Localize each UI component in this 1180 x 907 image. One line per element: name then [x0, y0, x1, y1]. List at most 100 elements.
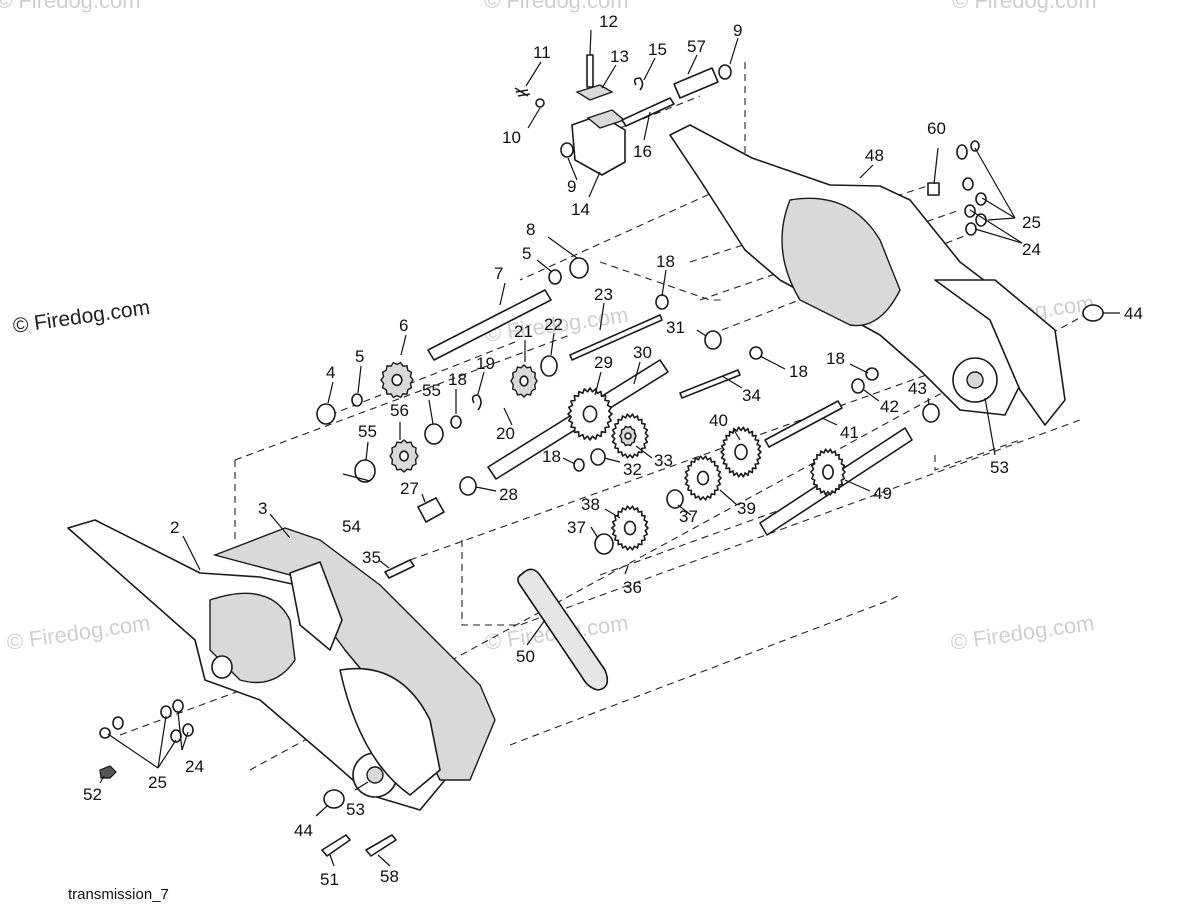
callout-11: 11: [533, 43, 551, 62]
callout-31: 31: [666, 318, 685, 337]
callout-37-left: 37: [567, 518, 586, 537]
sprocket-40: [720, 426, 762, 478]
housing-48-flange: [934, 279, 1066, 426]
callout-21: 21: [514, 322, 533, 341]
ball-10: [535, 98, 545, 108]
bolt-51: [321, 834, 351, 857]
callout-2: 2: [170, 518, 179, 537]
callout-41: 41: [840, 423, 859, 442]
sleeve-57: [673, 67, 719, 99]
callout-10: 10: [502, 128, 521, 147]
callout-30: 30: [633, 343, 652, 362]
callout-9-bottom: 9: [567, 177, 576, 196]
callout-14: 14: [571, 200, 590, 219]
callout-56: 56: [390, 401, 409, 420]
washer-9-right: [718, 64, 732, 80]
shaft-34: [679, 369, 741, 399]
hardware-24-25-left: [99, 699, 194, 743]
callout-37-right: 37: [679, 507, 698, 526]
shaft-7: [427, 289, 552, 361]
callout-24-left: 24: [185, 757, 204, 776]
watermark-faint-top-right: © Firedog.com: [952, 0, 1097, 13]
callout-39: 39: [737, 499, 756, 518]
callout-38: 38: [581, 495, 600, 514]
bearing-55-lower: [354, 459, 376, 483]
chain-50: [517, 568, 609, 691]
washer-5-lower: [351, 393, 363, 407]
callout-40: 40: [709, 411, 728, 430]
callout-50: 50: [516, 647, 535, 666]
plate-13: [575, 84, 614, 101]
callout-16: 16: [633, 142, 652, 161]
watermark-faint-lower-right: © Firedog.com: [949, 610, 1096, 655]
callout-25-left: 25: [148, 773, 167, 792]
callout-29: 29: [594, 353, 613, 372]
watermark-main: © Firedog.com: [11, 296, 151, 338]
bearing-55-upper: [424, 423, 444, 445]
bushing-31: [704, 330, 722, 350]
bearing-37-right: [666, 489, 684, 509]
diagram-caption: transmission_7: [68, 886, 169, 903]
washer-18-lower: [450, 415, 462, 429]
callout-25-right: 25: [1022, 213, 1041, 232]
sprocket-39: [684, 455, 722, 501]
callout-52: 52: [83, 785, 102, 804]
callout-44-left: 44: [294, 821, 313, 840]
bushing-43: [922, 403, 940, 423]
callout-18-right: 18: [826, 349, 845, 368]
gear-21: [510, 364, 538, 398]
washer-9-left: [560, 142, 574, 158]
callout-51: 51: [320, 870, 339, 889]
callout-55-top: 55: [422, 381, 441, 400]
callout-36: 36: [623, 578, 642, 597]
watermark-faint-top-left: © Firedog.com: [0, 0, 141, 13]
bolt-60: [927, 182, 940, 196]
callout-49: 49: [873, 484, 892, 503]
callout-8: 8: [526, 220, 535, 239]
bolt-58: [365, 834, 397, 857]
spacer-27: [417, 497, 445, 523]
callout-27: 27: [400, 479, 419, 498]
washer-18-upper: [655, 294, 669, 310]
callout-58: 58: [380, 867, 399, 886]
callout-19: 19: [476, 354, 495, 373]
callout-43: 43: [908, 379, 927, 398]
callout-54: 54: [342, 517, 361, 536]
callout-22: 22: [544, 315, 563, 334]
sprocket-29: [567, 387, 613, 441]
shaft-41: [764, 400, 843, 448]
bearing-44-left: [323, 789, 345, 809]
leader-lines: [99, 29, 1120, 867]
watermark-faint-top-center: © Firedog.com: [484, 0, 629, 13]
callout-42: 42: [880, 397, 899, 416]
callout-5-top: 5: [522, 244, 531, 263]
watermark-faint-lower-left: © Firedog.com: [5, 610, 152, 655]
housing-cover-3: [212, 527, 496, 796]
callout-13: 13: [610, 47, 629, 66]
washer-18-right: [865, 367, 879, 381]
callout-28: 28: [499, 485, 518, 504]
gear-56: [389, 439, 419, 473]
callout-23: 23: [594, 285, 613, 304]
callout-55-bottom: 55: [358, 422, 377, 441]
callout-33: 33: [654, 451, 673, 470]
gear-6: [380, 361, 414, 399]
callout-6: 6: [399, 316, 408, 335]
washer-4: [316, 403, 336, 425]
callout-24-right: 24: [1022, 240, 1041, 259]
callout-35: 35: [362, 548, 381, 567]
washer-18-mid: [749, 346, 763, 360]
bearing-44-right: [1082, 304, 1104, 322]
callout-4: 4: [326, 363, 335, 382]
bolt-35: [384, 559, 415, 579]
callout-labels: 12 11 13 15 57 9 10 16 9 14 60 48 25 24 …: [83, 12, 1143, 889]
callout-57: 57: [687, 37, 706, 56]
sprocket-38: [611, 505, 649, 551]
callout-18-top: 18: [656, 252, 675, 271]
washer-18-bottom: [573, 458, 585, 472]
callout-44-right: 44: [1124, 304, 1143, 323]
callout-9-top: 9: [733, 21, 742, 40]
shaft-23: [569, 314, 663, 361]
bearing-8: [569, 257, 589, 279]
